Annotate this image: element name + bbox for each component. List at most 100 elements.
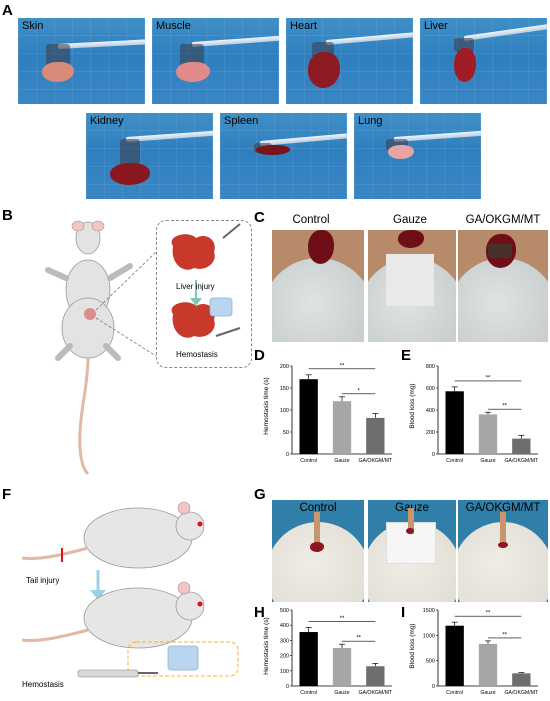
x-tick-label: Gauze: [480, 690, 495, 696]
panel-letter-c: C: [254, 209, 265, 226]
x-tick-label: Gauze: [480, 458, 495, 464]
tail-hemostasis-label: Hemostasis: [22, 680, 64, 689]
x-tick-label: Gauze: [334, 458, 349, 464]
photo-title-gel-g: GA/OKGM/MT: [465, 502, 541, 514]
bar-2: [478, 414, 498, 454]
photo-gel-tail: GA/OKGM/MT: [458, 500, 548, 602]
y-tick-label: 100: [280, 408, 289, 414]
x-tick-label: Gauze: [334, 690, 349, 696]
photo-lung: Lung: [354, 113, 481, 199]
panel-letter-e: E: [401, 347, 412, 364]
y-tick-label: 100: [280, 669, 289, 675]
y-tick-label: 800: [426, 364, 435, 370]
liver-hemostasis-label: Hemostasis: [176, 350, 218, 359]
y-tick-label: 200: [426, 430, 435, 436]
y-tick-label: 1000: [423, 633, 435, 639]
liver-injury-label: Liver injury: [176, 282, 215, 291]
significance-label: **: [502, 404, 507, 410]
y-tick-label: 0: [286, 684, 289, 690]
tissue-label-heart: Heart: [290, 20, 317, 32]
tissue-label-lung: Lung: [358, 115, 383, 127]
y-tick-label: 0: [432, 684, 435, 690]
photo-liver: Liver: [420, 18, 547, 104]
y-tick-label: 500: [280, 608, 289, 614]
photo-title-control-c: Control: [292, 214, 330, 226]
bar-1: [299, 379, 318, 454]
y-tick-label: 200: [280, 364, 289, 370]
significance-label: **: [486, 375, 491, 381]
bar-1: [299, 632, 318, 686]
y-tick-label: 300: [280, 638, 289, 644]
y-tick-label: 0: [286, 452, 289, 458]
significance-label: *: [357, 388, 360, 394]
bar-3: [512, 673, 531, 686]
photo-muscle: Muscle: [152, 18, 279, 104]
x-tick-label: GA/OKGM/MT: [504, 458, 539, 464]
y-tick-label: 150: [280, 386, 289, 392]
x-tick-label: Control: [446, 458, 463, 464]
bar-2: [332, 648, 352, 686]
significance-label: **: [340, 616, 345, 622]
photo-control-tail: Control: [272, 500, 364, 602]
chart-h: Hemostasis time (s) 0 100 200 300 400 500Cont…: [263, 608, 393, 696]
chart-i-ylabel: Blood loss (mg): [409, 623, 416, 668]
significance-label: **: [502, 632, 507, 638]
bar-3: [366, 417, 385, 454]
y-tick-label: 500: [426, 659, 435, 665]
panel-letter-h: H: [254, 604, 265, 621]
bar-3: [366, 666, 385, 686]
y-tick-label: 1500: [423, 608, 435, 614]
chart-d-ylabel: Hemostasis time (s): [263, 377, 270, 434]
photo-gel-liver: [458, 230, 548, 342]
photo-title-gel-c: GA/OKGM/MT: [465, 214, 541, 226]
y-tick-label: 0: [432, 452, 435, 458]
significance-label: **: [356, 636, 361, 642]
liver-model-box: [156, 220, 252, 368]
panel-letter-g: G: [254, 486, 266, 503]
y-tick-label: 600: [426, 386, 435, 392]
tissue-label-kidney: Kidney: [90, 115, 124, 127]
tissue-label-muscle: Muscle: [156, 20, 191, 32]
x-tick-label: Control: [446, 690, 463, 696]
y-tick-label: 200: [280, 654, 289, 660]
chart-e-ylabel: Blood loss (mg): [409, 383, 416, 428]
photo-kidney: Kidney: [86, 113, 213, 199]
y-tick-label: 50: [283, 430, 289, 436]
x-tick-label: Control: [300, 690, 317, 696]
photo-title-control-g: Control: [299, 502, 337, 514]
panel-letter-a: A: [2, 2, 13, 19]
x-tick-label: GA/OKGM/MT: [358, 458, 393, 464]
panel-letter-b: B: [2, 207, 13, 224]
y-tick-label: 400: [426, 408, 435, 414]
photo-spleen: Spleen: [220, 113, 347, 199]
tail-injury-schematic: [21, 501, 239, 678]
photo-title-gauze-c: Gauze: [393, 214, 427, 226]
x-tick-label: Control: [300, 458, 317, 464]
panel-letter-i: I: [401, 604, 406, 621]
tail-injury-label: Tail injury: [26, 576, 60, 585]
significance-label: **: [340, 363, 345, 369]
panel-letter-d: D: [254, 347, 265, 364]
bar-2: [478, 643, 498, 686]
bar-1: [445, 625, 464, 686]
tissue-label-liver: Liver: [424, 20, 448, 32]
panel-letter-f: F: [2, 486, 12, 503]
x-tick-label: GA/OKGM/MT: [504, 690, 539, 696]
photo-gauze-liver: [368, 230, 456, 342]
photo-control-liver: [272, 230, 364, 342]
x-tick-label: GA/OKGM/MT: [358, 690, 393, 696]
photo-heart: Heart: [286, 18, 413, 104]
bar-3: [512, 438, 531, 454]
significance-label: **: [486, 611, 491, 617]
y-tick-label: 400: [280, 623, 289, 629]
tissue-label-skin: Skin: [22, 20, 44, 32]
tissue-label-spleen: Spleen: [224, 115, 259, 127]
liver-injury-schematic: [45, 220, 241, 476]
photo-skin: Skin: [18, 18, 145, 104]
bar-2: [332, 401, 352, 454]
chart-h-ylabel: Hemostasis time (s): [263, 617, 270, 674]
bar-1: [445, 391, 464, 454]
